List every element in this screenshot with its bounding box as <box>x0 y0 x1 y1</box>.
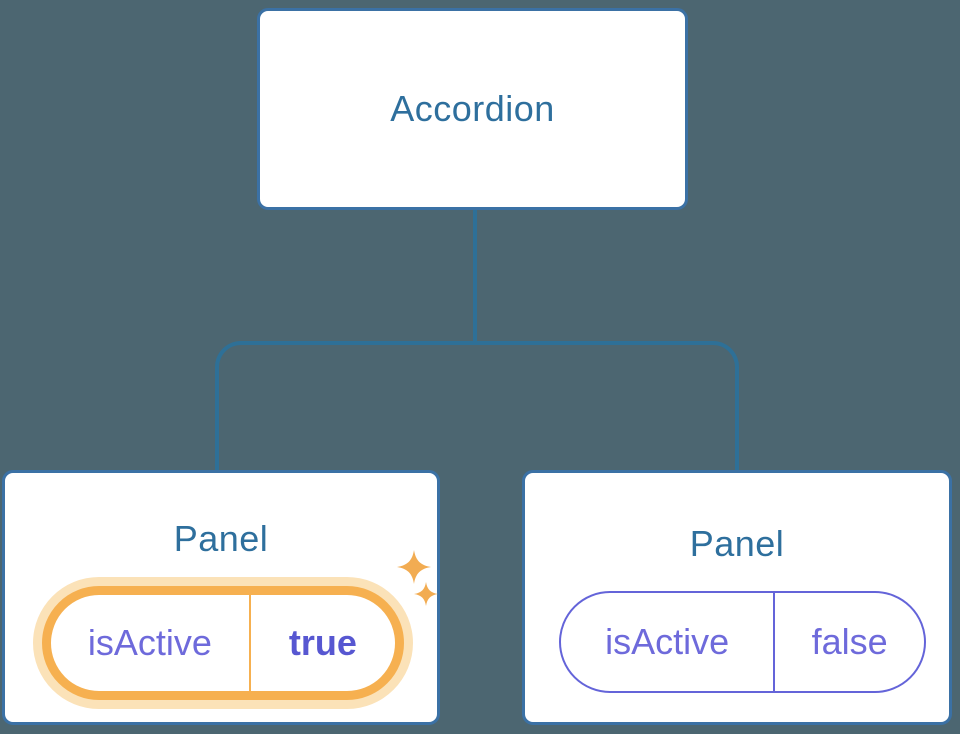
pill-divider <box>248 595 251 691</box>
sparkle-icon-large <box>397 549 431 585</box>
state-key: isActive <box>87 622 212 663</box>
state-key: isActive <box>605 621 730 662</box>
panel-node-active: Panel isActive true <box>2 470 440 725</box>
accordion-label: Accordion <box>390 88 555 129</box>
state-value: false <box>811 621 888 662</box>
sparkle-icon-small <box>414 581 438 607</box>
panel-label: Panel <box>689 523 785 564</box>
connector-branch <box>215 341 739 472</box>
panel-label: Panel <box>173 518 269 559</box>
panel-node-inactive: Panel isActive false <box>522 470 952 725</box>
accordion-node: Accordion <box>257 8 688 210</box>
state-pill-active: isActive true <box>42 586 404 700</box>
state-pill-inactive: isActive false <box>559 591 926 693</box>
pill-divider <box>773 593 776 691</box>
connector-stem <box>473 210 477 345</box>
state-value: true <box>288 622 357 663</box>
